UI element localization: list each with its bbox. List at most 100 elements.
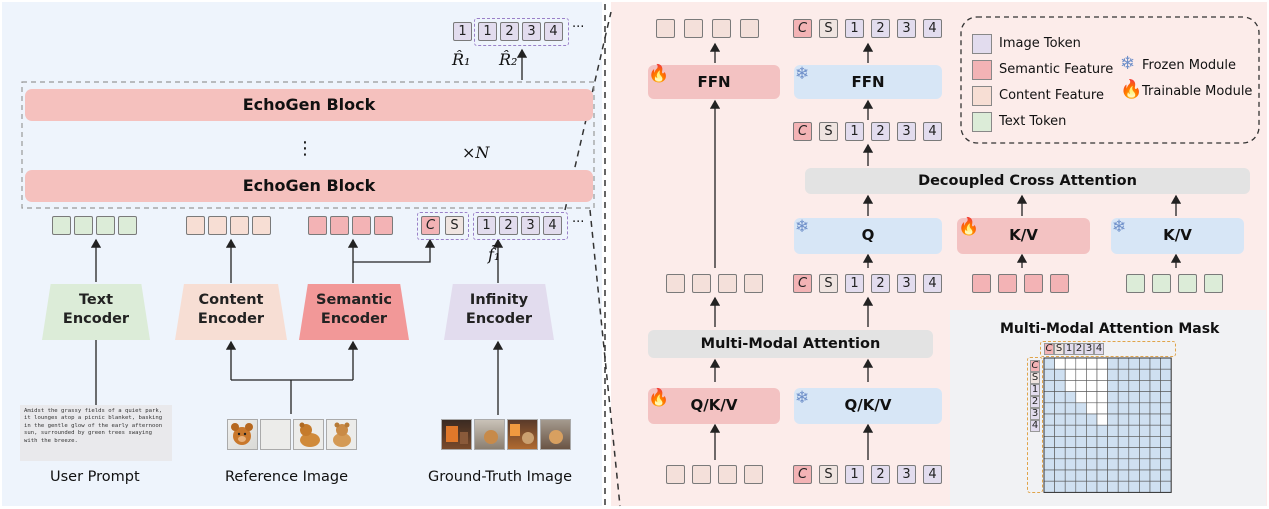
content-token	[718, 465, 737, 484]
mask-cell	[1096, 380, 1108, 392]
mask-cell	[1086, 368, 1098, 381]
mask-cell	[1107, 469, 1119, 482]
mask-cell	[1086, 391, 1098, 404]
mask-cell	[1043, 480, 1055, 493]
content-token	[692, 465, 711, 484]
decoupled-cross-attention: Decoupled Cross Attention	[805, 168, 1250, 194]
mask-cell	[1107, 480, 1119, 493]
mask-cell	[1107, 368, 1119, 381]
semantic-token	[352, 216, 371, 235]
mask-cell	[1064, 469, 1077, 482]
mask-col-token: S	[1054, 343, 1064, 355]
mask-row-header	[1027, 357, 1043, 493]
mask-cell	[1043, 447, 1055, 460]
mask-cell	[1054, 480, 1066, 493]
ground-truth-image-photo	[507, 419, 538, 450]
mask-cell	[1128, 458, 1140, 471]
r2-dashed-group	[474, 18, 569, 46]
mask-col-token: 1	[1064, 343, 1074, 355]
content-token	[744, 465, 763, 484]
mask-row-token: C	[1030, 360, 1040, 372]
seq-token-c: C	[793, 465, 812, 484]
mask-cell	[1139, 357, 1151, 370]
mask-col-token: 2	[1074, 343, 1084, 355]
content-token	[666, 274, 685, 293]
mask-cell	[1139, 447, 1151, 460]
mask-cell	[1117, 480, 1130, 493]
mask-cell	[1075, 391, 1087, 404]
mask-cell	[1096, 402, 1108, 415]
mask-cell	[1160, 368, 1172, 381]
mask-cell	[1064, 424, 1077, 437]
seq-token-s: S	[819, 465, 838, 484]
mask-cell	[1149, 458, 1161, 471]
mask-cell	[1117, 413, 1130, 426]
gt-dashed-group	[473, 212, 568, 240]
multi-modal-attention: Multi-Modal Attention	[648, 330, 933, 358]
mask-cell	[1075, 480, 1087, 493]
mask-cell	[1054, 424, 1066, 437]
user-prompt-caption: User Prompt	[50, 469, 140, 485]
output-token: 4	[544, 22, 563, 41]
seq-token: 1	[845, 465, 864, 484]
echogen-block-bottom: EchoGen Block	[25, 170, 593, 202]
seq-token: 3	[897, 122, 916, 141]
text-token	[118, 216, 137, 235]
seq-token: 2	[871, 19, 890, 38]
output-token	[656, 19, 675, 38]
mask-cell	[1096, 447, 1108, 460]
mask-cell	[1128, 424, 1140, 437]
mask-cell	[1117, 447, 1130, 460]
ground-truth-image-photo	[441, 419, 472, 450]
reference-image-photo	[326, 419, 357, 450]
text-token	[96, 216, 115, 235]
mask-cell	[1139, 402, 1151, 415]
mask-cell	[1096, 458, 1108, 471]
mask-row-token: 3	[1030, 408, 1040, 420]
mask-column-header	[1040, 341, 1176, 357]
output-token	[740, 19, 759, 38]
semantic-token	[1050, 274, 1069, 293]
mask-cell	[1160, 469, 1172, 482]
mask-cell	[1128, 447, 1140, 460]
mask-cell	[1096, 391, 1108, 404]
mask-cell	[1128, 368, 1140, 381]
mask-cell	[1107, 424, 1119, 437]
snowflake-icon: ❄	[1120, 53, 1136, 74]
seq-token-s: S	[819, 274, 838, 293]
legend-semantic-feature: Semantic Feature	[999, 62, 1114, 77]
mask-row-token: 4	[1030, 420, 1040, 432]
mask-cell	[1064, 458, 1077, 471]
mask-cell	[1139, 469, 1151, 482]
mask-cell	[1128, 469, 1140, 482]
mask-cell	[1128, 436, 1140, 448]
seq-token: 2	[871, 465, 890, 484]
mask-cell	[1096, 424, 1108, 437]
ffn-frozen: FFN	[794, 65, 942, 99]
mask-col-token: 4	[1094, 343, 1104, 355]
mask-cell	[1064, 380, 1077, 392]
mask-cell	[1096, 480, 1108, 493]
mask-row-token: 1	[1030, 384, 1040, 396]
content-token	[208, 216, 227, 235]
mask-cell	[1117, 391, 1130, 404]
snowflake-icon: ❄	[795, 64, 810, 84]
mask-cell	[1149, 447, 1161, 460]
mask-cell	[1128, 402, 1140, 415]
mask-cell	[1075, 413, 1087, 426]
mask-cell	[1086, 424, 1098, 437]
content-token	[186, 216, 205, 235]
mask-cell	[1086, 458, 1098, 471]
mask-cell	[1160, 391, 1172, 404]
content-token	[692, 274, 711, 293]
user-prompt-text: Amidst the grassy fields of a quiet park…	[20, 405, 172, 461]
fire-icon: 🔥	[1120, 79, 1143, 100]
mask-cell	[1043, 357, 1055, 370]
mask-cell	[1075, 380, 1087, 392]
vertical-dots: ⋮	[296, 138, 314, 159]
gt-token: 1	[477, 216, 496, 235]
mask-cell	[1096, 368, 1108, 381]
content-token	[744, 274, 763, 293]
seq-token: 2	[871, 274, 890, 293]
